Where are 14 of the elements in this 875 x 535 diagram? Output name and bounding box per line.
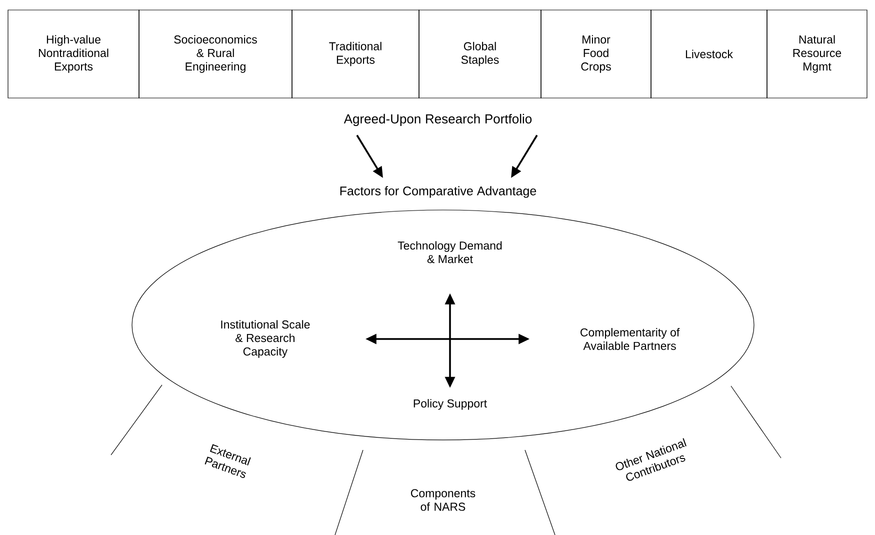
node-label: Factors for Comparative Advantage — [340, 186, 536, 198]
table-cell: Global Staples — [418, 10, 542, 98]
text-label: Agreed-Upon Research Portfolio — [344, 114, 532, 126]
table-cell: Livestock — [650, 10, 768, 98]
table-cell: Minor Food Crops — [540, 10, 652, 98]
text-label: Complementarity of Available Partners — [580, 328, 680, 350]
text-label: Institutional Scale & Research Capacity — [221, 320, 310, 358]
table-cell: Natural Resource Mgmt — [766, 10, 868, 98]
text-label: Technology Demand & Market — [398, 241, 502, 264]
sector-label: Components of NARS — [410, 489, 476, 511]
table-cell: High-value Nontraditional Exports — [8, 10, 140, 98]
table-cell: Traditional Exports — [292, 10, 420, 98]
table-cell: Socioeconomics & Rural Engineering — [138, 10, 292, 98]
text-label: Policy Support — [414, 399, 487, 410]
